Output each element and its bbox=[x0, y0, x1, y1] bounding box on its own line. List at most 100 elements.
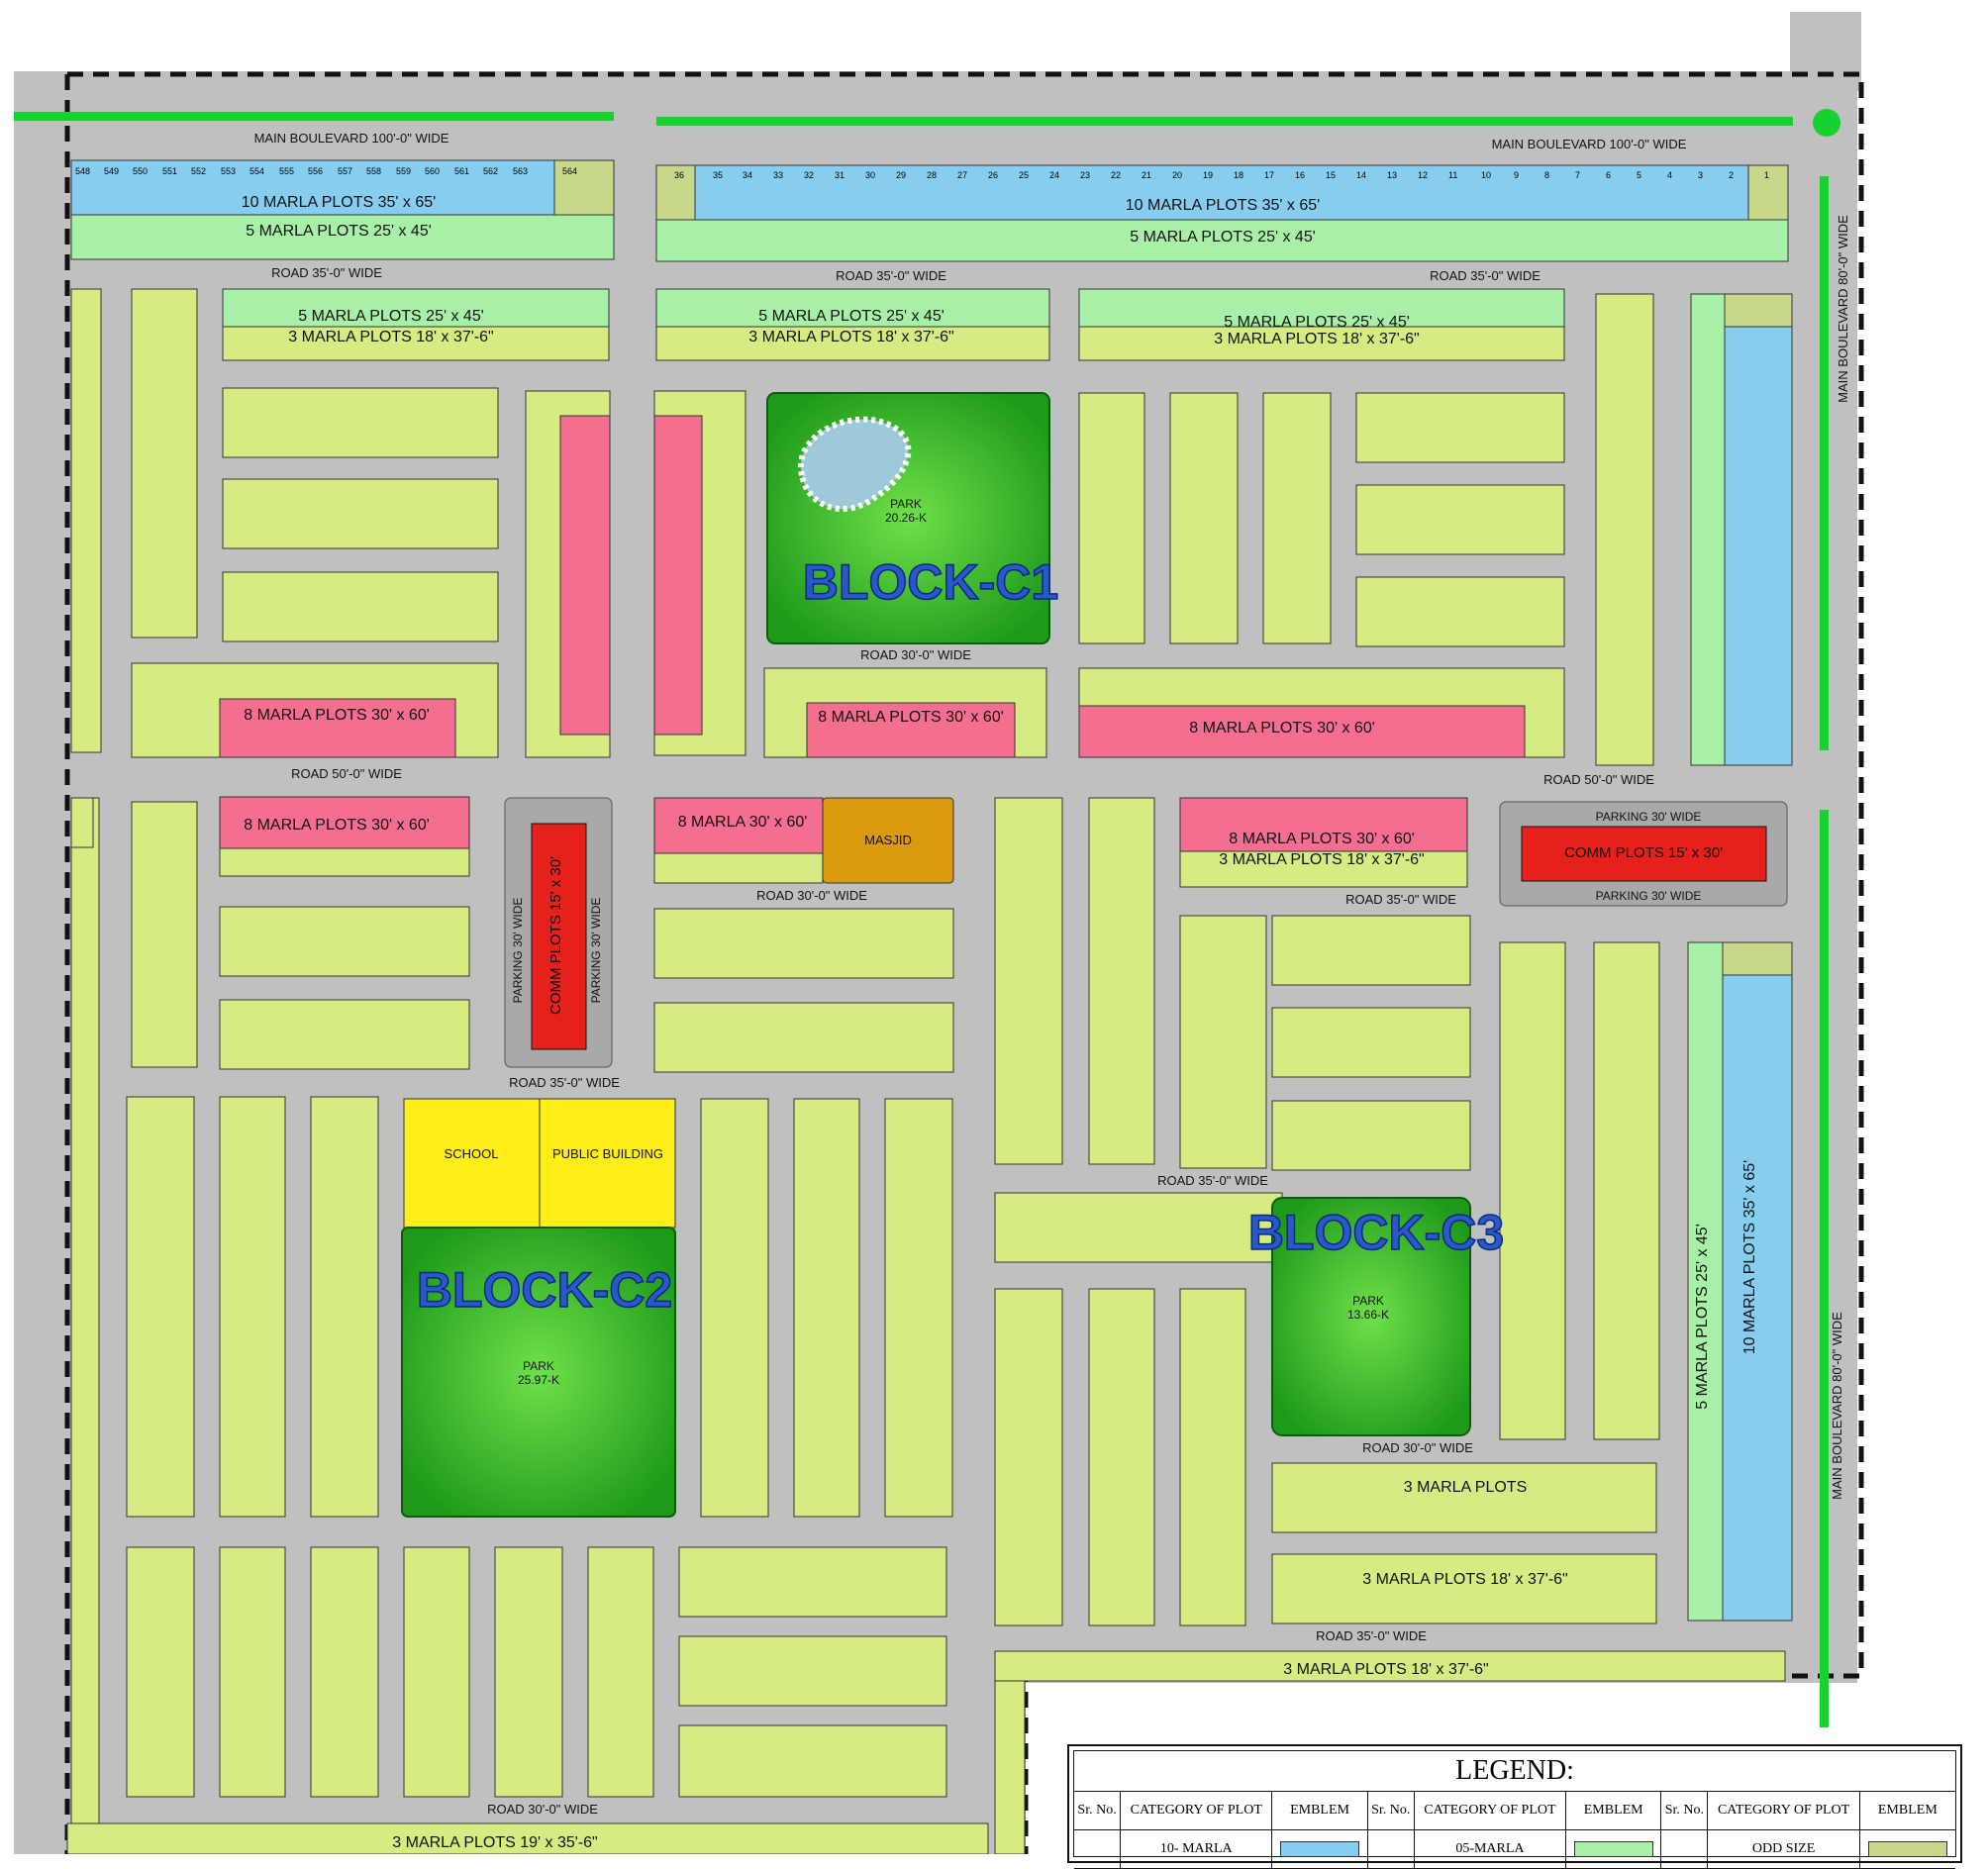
road-label: ROAD 35'-0" WIDE bbox=[1345, 892, 1456, 907]
plot-label: 3 MARLA PLOTS 18' x 37'-6" bbox=[1219, 851, 1424, 868]
plot-number: 17 bbox=[1264, 170, 1274, 180]
top-right-numbers: 36 35 34 33 32 31 30 29 28 27 26 25 24 2… bbox=[674, 170, 1769, 180]
plot-number: 36 bbox=[674, 170, 684, 180]
legend-category: 05-MARLA bbox=[1415, 1830, 1567, 1868]
parking-left-a-label: PARKING 30' WIDE bbox=[511, 898, 525, 1004]
green-belt-top-right bbox=[656, 117, 1793, 126]
plot-label: 5 MARLA PLOTS 25' x 45' bbox=[758, 308, 944, 325]
plot-number: 4 bbox=[1667, 170, 1672, 180]
road-label: ROAD 50'-0" WIDE bbox=[1543, 772, 1654, 787]
plot-number: 2 bbox=[1729, 170, 1734, 180]
road-top-right-corner bbox=[1790, 12, 1861, 91]
bottom-blocks bbox=[66, 1462, 1786, 1854]
plot-label: 3 MARLA PLOTS bbox=[1404, 1479, 1528, 1496]
plot-number: 16 bbox=[1295, 170, 1305, 180]
park-c1-area: 20.26-K bbox=[885, 511, 927, 525]
plot-number: 553 bbox=[221, 166, 236, 176]
parking-left-b-label: PARKING 30' WIDE bbox=[589, 898, 603, 1004]
road-label: MAIN BOULEVARD 80'-0" WIDE bbox=[1836, 215, 1850, 403]
legend-header: EMBLEM bbox=[1566, 1792, 1662, 1829]
road-label: ROAD 35'-0" WIDE bbox=[1316, 1628, 1427, 1643]
plot-number: 562 bbox=[483, 166, 498, 176]
plot-number: 6 bbox=[1606, 170, 1611, 180]
plot-number: 13 bbox=[1387, 170, 1397, 180]
green-belt-top-left bbox=[14, 112, 614, 121]
plot-label: 5 MARLA PLOTS 25' x 45' bbox=[298, 308, 484, 325]
plot-label: 10 MARLA PLOTS 35' x 65' bbox=[242, 194, 436, 211]
plot-label: 3 MARLA PLOTS 18' x 37'-6" bbox=[1362, 1571, 1567, 1588]
scheme-boundary bbox=[64, 71, 1864, 1854]
plot-label: 3 MARLA PLOTS 18' x 37'-6" bbox=[288, 329, 493, 345]
park-c3-name: PARK bbox=[1352, 1294, 1384, 1308]
plot-number: 556 bbox=[308, 166, 323, 176]
plot-number: 35 bbox=[713, 170, 723, 180]
plot-number: 563 bbox=[513, 166, 528, 176]
plot-number: 559 bbox=[396, 166, 411, 176]
plot-number: 554 bbox=[249, 166, 264, 176]
plot-number: 15 bbox=[1326, 170, 1336, 180]
left-edge-plots bbox=[70, 288, 102, 1850]
plot-label: 8 MARLA PLOTS 30' x 60' bbox=[1189, 720, 1375, 737]
plot-number: 555 bbox=[279, 166, 294, 176]
plot-number: 20 bbox=[1172, 170, 1182, 180]
plot-label: 5 MARLA PLOTS 25' x 45' bbox=[246, 223, 432, 240]
park-c2 bbox=[401, 1227, 676, 1518]
pond bbox=[797, 416, 912, 512]
public-building-label: PUBLIC BUILDING bbox=[552, 1146, 663, 1161]
legend-header: Sr. No. bbox=[1368, 1792, 1415, 1829]
plot-label: 10 MARLA PLOTS 35' x 65' bbox=[1126, 197, 1320, 214]
legend-header: EMBLEM bbox=[1877, 1803, 1938, 1818]
ten-marla-swatch bbox=[1280, 1841, 1360, 1857]
plot-number: 12 bbox=[1418, 170, 1428, 180]
plot-number: 1 bbox=[1764, 170, 1769, 180]
plot-number: 558 bbox=[366, 166, 381, 176]
public-building bbox=[539, 1098, 676, 1229]
plot-number: 564 bbox=[562, 166, 577, 176]
green-belt-right-top bbox=[1820, 176, 1829, 750]
plot-number: 33 bbox=[773, 170, 783, 180]
block-c2-label: BLOCK-C2 bbox=[417, 1262, 672, 1318]
plot-number: 7 bbox=[1575, 170, 1580, 180]
comm-plots-right-label: COMM PLOTS 15' x 30' bbox=[1564, 844, 1723, 861]
row2-plots bbox=[131, 288, 1793, 766]
legend-header-row: Sr. No. CATEGORY OF PLOT EMBLEM Sr. No. … bbox=[1074, 1792, 1955, 1830]
road-label: ROAD 35'-0" WIDE bbox=[836, 268, 946, 283]
plot-number: 550 bbox=[133, 166, 148, 176]
plot-number: 26 bbox=[988, 170, 998, 180]
road-label: ROAD 30'-0" WIDE bbox=[487, 1802, 598, 1817]
park-c2-area: 25.97-K bbox=[518, 1373, 559, 1387]
legend-emblem bbox=[1272, 1830, 1368, 1868]
road-labels: MAIN BOULEVARD 100'-0" WIDE MAIN BOULEVA… bbox=[254, 131, 1850, 1817]
legend-category: 10- MARLA bbox=[1121, 1830, 1273, 1868]
plot-number: 548 bbox=[75, 166, 90, 176]
plot-number: 10 bbox=[1481, 170, 1491, 180]
park-c3 bbox=[1271, 1197, 1471, 1436]
plot-number: 549 bbox=[104, 166, 119, 176]
plot-number: 18 bbox=[1234, 170, 1243, 180]
top-left-plots bbox=[70, 159, 615, 260]
top-right-plots bbox=[655, 164, 1789, 262]
plot-label: 5 MARLA PLOTS 25' x 45' bbox=[1130, 229, 1316, 246]
park-c2-name: PARK bbox=[523, 1359, 554, 1373]
legend: LEGEND: Sr. No. CATEGORY OF PLOT EMBLEM … bbox=[1067, 1744, 1962, 1869]
road-label: ROAD 35'-0" WIDE bbox=[271, 265, 382, 280]
plot-number: 9 bbox=[1514, 170, 1519, 180]
road-label: ROAD 30'-0" WIDE bbox=[860, 647, 971, 662]
amenity-labels: MASJID COMM PLOTS 15' x 30' COMM PLOTS 1… bbox=[511, 810, 1723, 1015]
road-label: MAIN BOULEVARD 100'-0" WIDE bbox=[1492, 137, 1687, 151]
plot-number: 32 bbox=[804, 170, 814, 180]
plot-label: 8 MARLA PLOTS 30' x 60' bbox=[244, 817, 430, 834]
plot-number: 11 bbox=[1448, 170, 1457, 180]
legend-category: ODD SIZE bbox=[1708, 1830, 1860, 1868]
road-label: ROAD 50'-0" WIDE bbox=[291, 766, 402, 781]
plot-number: 8 bbox=[1544, 170, 1549, 180]
roundabout bbox=[1813, 109, 1840, 137]
block-c1-label: BLOCK-C1 bbox=[803, 554, 1058, 610]
plot-label: 3 MARLA PLOTS 18' x 37'-6" bbox=[1283, 1661, 1488, 1678]
road-label: ROAD 35'-0" WIDE bbox=[1430, 268, 1541, 283]
plot-number: 551 bbox=[162, 166, 177, 176]
legend-header: CATEGORY OF PLOT bbox=[1415, 1792, 1567, 1829]
plot-label: 8 MARLA 30' x 60' bbox=[678, 814, 808, 831]
plot-number: 5 bbox=[1637, 170, 1641, 180]
middle-band bbox=[70, 796, 1793, 1622]
